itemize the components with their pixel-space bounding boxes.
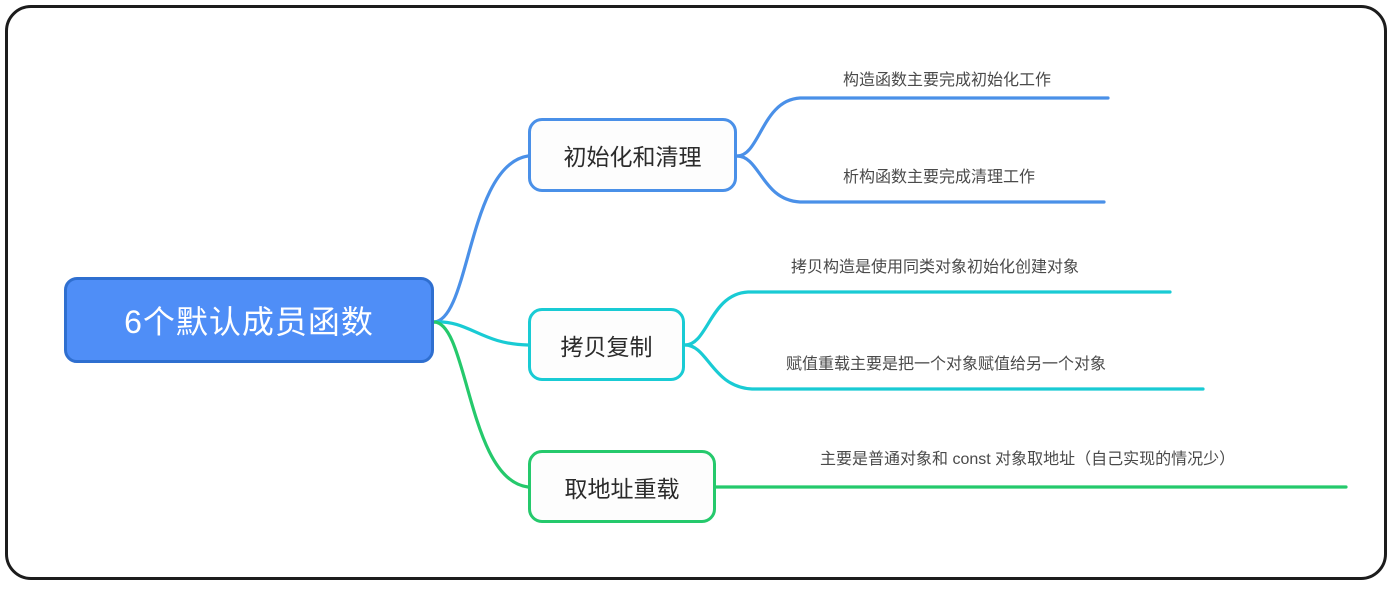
leaf-label-copy-construct[interactable]: 拷贝构造是使用同类对象初始化创建对象 xyxy=(791,259,1080,276)
branch-node-address-overload[interactable]: 取地址重载 xyxy=(528,450,716,523)
branch-node-copy-assignment[interactable]: 拷贝复制 xyxy=(528,308,685,381)
leaf-label-destructor-cleanup[interactable]: 析构函数主要完成清理工作 xyxy=(843,169,1036,186)
branch-node-initialization-cleanup[interactable]: 初始化和清理 xyxy=(528,118,737,192)
leaf-label-constructor-init[interactable]: 构造函数主要完成初始化工作 xyxy=(843,72,1052,89)
branch-node-label: 拷贝复制 xyxy=(560,333,653,360)
root-node[interactable]: 6个默认成员函数 xyxy=(64,277,434,363)
leaf-label-assignment-overload[interactable]: 赋值重载主要是把一个对象赋值给另一个对象 xyxy=(786,356,1107,373)
branch-node-label: 取地址重载 xyxy=(564,475,680,502)
leaf-label-address-overload-detail[interactable]: 主要是普通对象和 const 对象取地址（自己实现的情况少） xyxy=(820,451,1236,468)
branch-node-label: 初始化和清理 xyxy=(563,144,702,170)
root-node-label: 6个默认成员函数 xyxy=(124,304,374,340)
